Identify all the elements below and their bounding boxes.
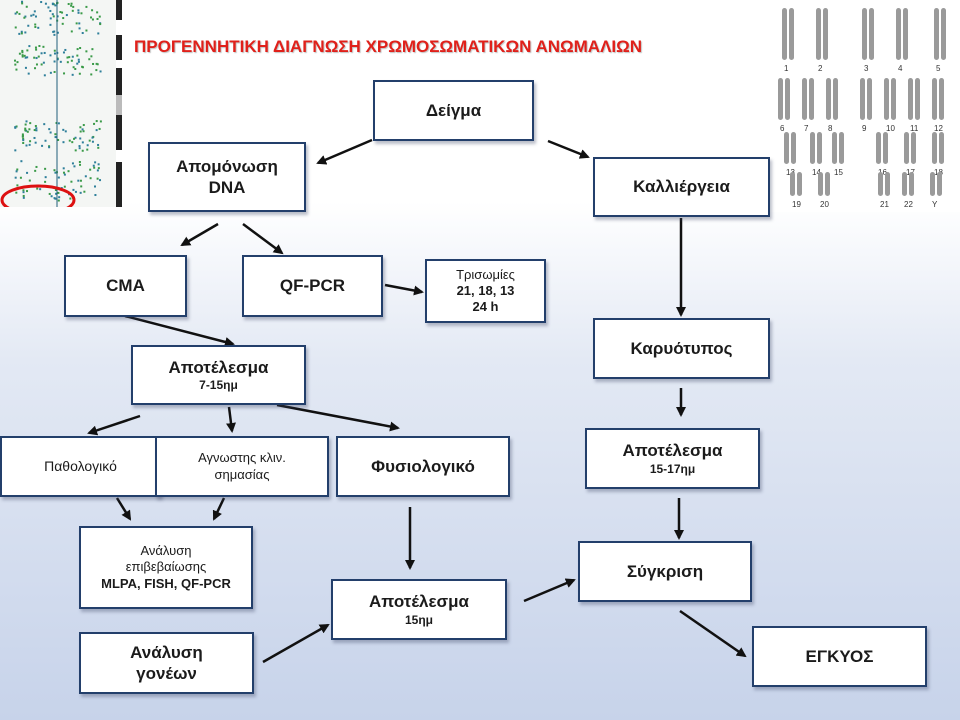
karyogram-label: 4 — [898, 64, 903, 73]
node-result-15-line1: Αποτέλεσμα — [369, 592, 469, 612]
karyogram-label: 14 — [812, 168, 821, 177]
node-result-karyotype-line1: Αποτέλεσμα — [622, 441, 723, 461]
karyogram-label: 10 — [886, 124, 895, 133]
karyogram-label: 1 — [784, 64, 789, 73]
node-dna-isolation-line2: DNA — [208, 178, 246, 197]
node-trisomies[interactable]: Τρισωμίες 21, 18, 13 24 h — [425, 259, 546, 323]
arrow-result-to-normal — [276, 403, 400, 432]
arrow-sample-to-culture — [547, 139, 590, 159]
node-sample-label: Δείγμα — [425, 100, 482, 120]
arrow-result-to-unknown — [226, 406, 236, 433]
karyogram-label: 5 — [936, 64, 941, 73]
karyogram-label: 21 — [880, 200, 889, 209]
arrow-pathological-to-confirm — [115, 497, 132, 521]
arrow-result-to-pathological — [87, 414, 141, 436]
arrow-comparison-to-valid — [679, 609, 747, 658]
node-unknown-line2: σημασίας — [214, 466, 270, 482]
node-culture-label: Καλλιέργεια — [633, 177, 730, 197]
node-trisomies-line2: 21, 18, 13 — [456, 282, 515, 298]
karyogram-label: 12 — [934, 124, 943, 133]
node-dna-isolation[interactable]: Απομόνωση DNA — [148, 142, 306, 212]
karyogram-label: 2 — [818, 64, 823, 73]
node-parents-line2: γονέων — [136, 664, 197, 683]
arrow-unknown-to-confirm — [212, 497, 226, 521]
karyogram-image-icon: 12345678910111213141516171819202122Y — [768, 0, 960, 212]
arrow-qfpcr-to-trisomies — [384, 283, 424, 296]
karyogram-label: 19 — [792, 200, 801, 209]
karyogram-label: 15 — [834, 168, 843, 177]
arrow-sample-to-dna — [316, 138, 373, 165]
karyogram-label: 3 — [864, 64, 869, 73]
node-comparison-label: Σύγκριση — [626, 561, 704, 581]
node-result-cma[interactable]: Αποτέλεσμα 7-15ημ — [131, 345, 306, 405]
node-confirm-line1: Ανάλυση — [140, 543, 192, 559]
karyogram-label: 9 — [862, 124, 867, 133]
karyogram-label: 6 — [780, 124, 785, 133]
node-unknown-significance[interactable]: Αγνωστης κλιν. σημασίας — [155, 436, 329, 497]
node-trisomies-line1: Τρισωμίες — [456, 266, 515, 282]
node-qfpcr[interactable]: QF-PCR — [242, 255, 383, 317]
karyogram-label: 22 — [904, 200, 913, 209]
node-karyotype-label: Καρυότυπος — [630, 338, 733, 358]
arrow-parents-to-result15 — [262, 623, 330, 664]
page-title: ΠΡΟΓΕΝΝΗΤΙΚΗ ΔΙΑΓΝΩΣΗ ΧΡΩΜΟΣΩΜΑΤΙΚΩΝ ΑΝΩ… — [134, 37, 643, 56]
node-result-cma-line1: Αποτέλεσμα — [168, 357, 269, 377]
node-dna-isolation-line1: Απομόνωση — [176, 156, 278, 176]
node-valid[interactable]: ΕΓΚΥΟΣ — [752, 626, 927, 687]
node-result-karyotype[interactable]: Αποτέλεσμα 15-17ημ — [585, 428, 760, 489]
node-qfpcr-label: QF-PCR — [279, 276, 346, 296]
node-unknown-line1: Αγνωστης κλιν. — [198, 450, 286, 466]
node-comparison[interactable]: Σύγκριση — [578, 541, 752, 602]
node-trisomies-line3: 24 h — [472, 299, 499, 315]
karyogram-label: 11 — [910, 124, 919, 133]
node-confirmation-analysis[interactable]: Ανάλυση επιβεβαίωσης MLPA, FISH, QF-PCR — [79, 526, 253, 609]
karyogram-label: 16 — [878, 168, 887, 177]
karyogram-label: 20 — [820, 200, 829, 209]
node-result-cma-line2: 7-15ημ — [199, 378, 238, 393]
node-result-karyotype-line2: 15-17ημ — [649, 461, 696, 476]
node-pathological-label: Παθολογικό — [44, 457, 117, 474]
karyogram-label: 13 — [786, 168, 795, 177]
node-valid-label: ΕΓΚΥΟΣ — [805, 646, 874, 666]
node-result-15-line2: 15ημ — [404, 612, 434, 627]
node-sample[interactable]: Δείγμα — [373, 80, 534, 141]
arrow-cma-to-result — [124, 314, 235, 347]
node-cma[interactable]: CMA — [64, 255, 187, 317]
node-cma-label: CMA — [106, 276, 145, 296]
karyogram-label: Y — [932, 200, 938, 209]
node-culture[interactable]: Καλλιέργεια — [593, 157, 770, 217]
node-parents-line1: Ανάλυση — [130, 642, 203, 662]
node-normal[interactable]: Φυσιολογικό — [336, 436, 510, 497]
arrow-dna-to-cma — [180, 222, 219, 247]
arrow-result15-to-comparison — [523, 578, 576, 603]
node-confirm-line3: MLPA, FISH, QF-PCR — [101, 575, 231, 591]
karyogram-label: 7 — [804, 124, 809, 133]
node-karyotype[interactable]: Καρυότυπος — [593, 318, 770, 379]
node-result-15[interactable]: Αποτέλεσμα 15ημ — [331, 579, 507, 640]
karyogram-label: 8 — [828, 124, 833, 133]
node-parents-analysis[interactable]: Ανάλυση γονέων — [79, 632, 254, 694]
node-normal-label: Φυσιολογικό — [371, 456, 475, 476]
node-confirm-line2: επιβεβαίωσης — [125, 559, 207, 575]
arrow-dna-to-qfpcr — [242, 222, 284, 255]
chromosome-array-plot-icon — [0, 0, 122, 207]
node-pathological[interactable]: Παθολογικό — [0, 436, 161, 497]
